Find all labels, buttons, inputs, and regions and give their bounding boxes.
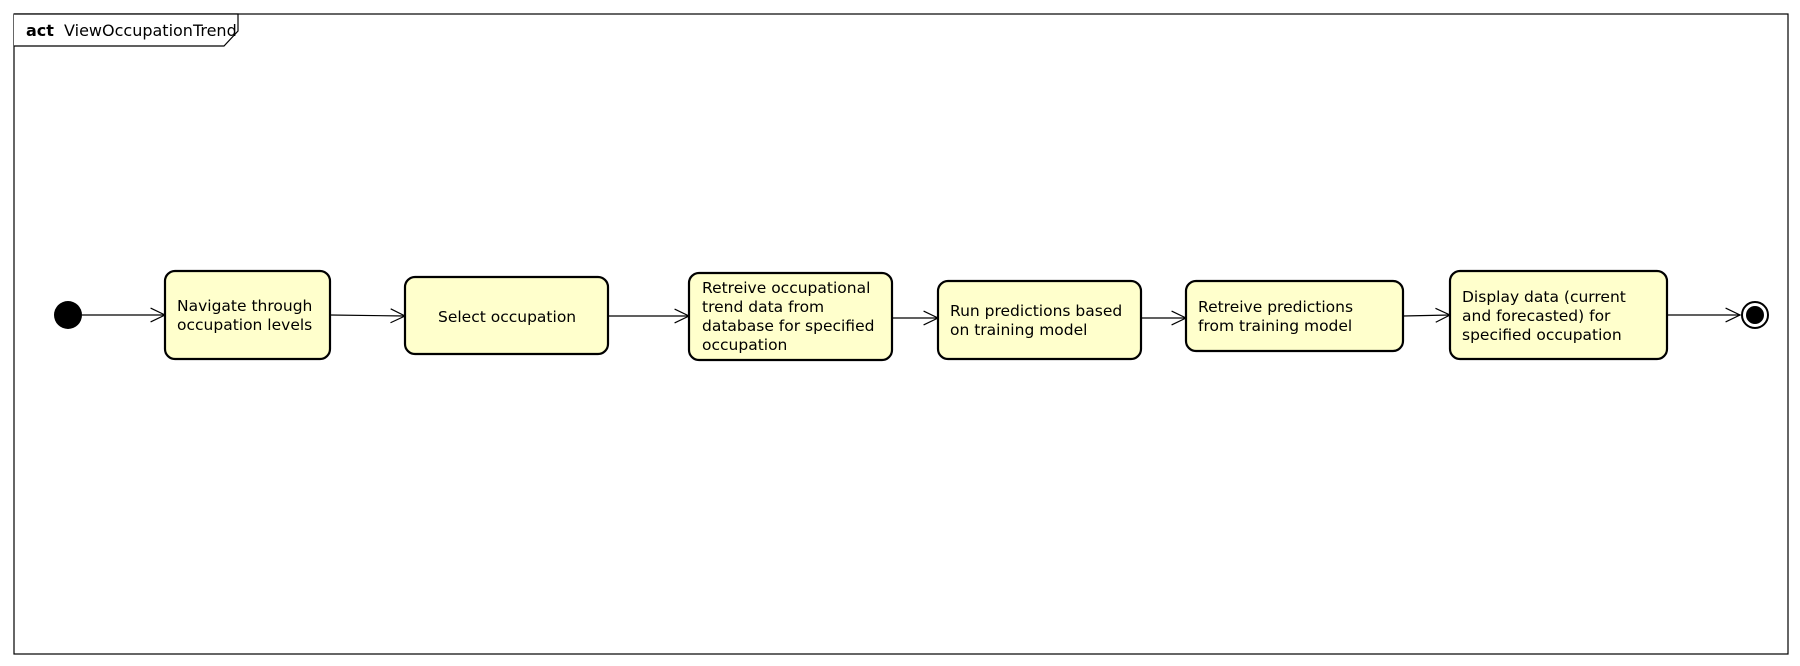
action-box bbox=[687, 271, 894, 362]
action-label: Retreive occupational trend data from da… bbox=[702, 279, 879, 354]
action-label: Retreive predictions from training model bbox=[1198, 298, 1358, 335]
action-label: Run predictions based on training model bbox=[950, 302, 1127, 339]
action-box bbox=[403, 275, 610, 356]
edge-line bbox=[1402, 314, 1451, 317]
edge-line bbox=[329, 314, 406, 317]
action-retrieve-trend-data[interactable]: Retreive occupational trend data from da… bbox=[687, 271, 894, 362]
action-box bbox=[1184, 279, 1405, 353]
frame-name: ViewOccupationTrend bbox=[64, 21, 237, 40]
control-flow-a6-to-final bbox=[1667, 307, 1742, 323]
frame-label-tab bbox=[14, 13, 239, 47]
arrowhead-icon bbox=[1725, 307, 1742, 323]
action-label: Select occupation bbox=[438, 308, 576, 326]
initial-node bbox=[54, 301, 82, 329]
action-select-occupation[interactable]: Select occupation bbox=[403, 275, 610, 356]
action-navigate-occupation-levels[interactable]: Navigate through occupation levels bbox=[163, 269, 332, 361]
final-node-core bbox=[1746, 306, 1764, 324]
action-display-data[interactable]: Display data (current and forecasted) fo… bbox=[1448, 269, 1669, 361]
frame-label: act ViewOccupationTrend bbox=[26, 21, 237, 40]
action-box bbox=[936, 279, 1143, 361]
final-node bbox=[1741, 301, 1769, 329]
action-box bbox=[1448, 269, 1669, 361]
frame-keyword: act bbox=[26, 21, 54, 40]
action-retrieve-predictions[interactable]: Retreive predictions from training model bbox=[1184, 279, 1405, 353]
action-label: Navigate through occupation levels bbox=[177, 297, 317, 334]
action-box bbox=[163, 269, 332, 361]
action-run-predictions[interactable]: Run predictions based on training model bbox=[936, 279, 1143, 361]
action-label: Display data (current and forecasted) fo… bbox=[1462, 288, 1631, 344]
